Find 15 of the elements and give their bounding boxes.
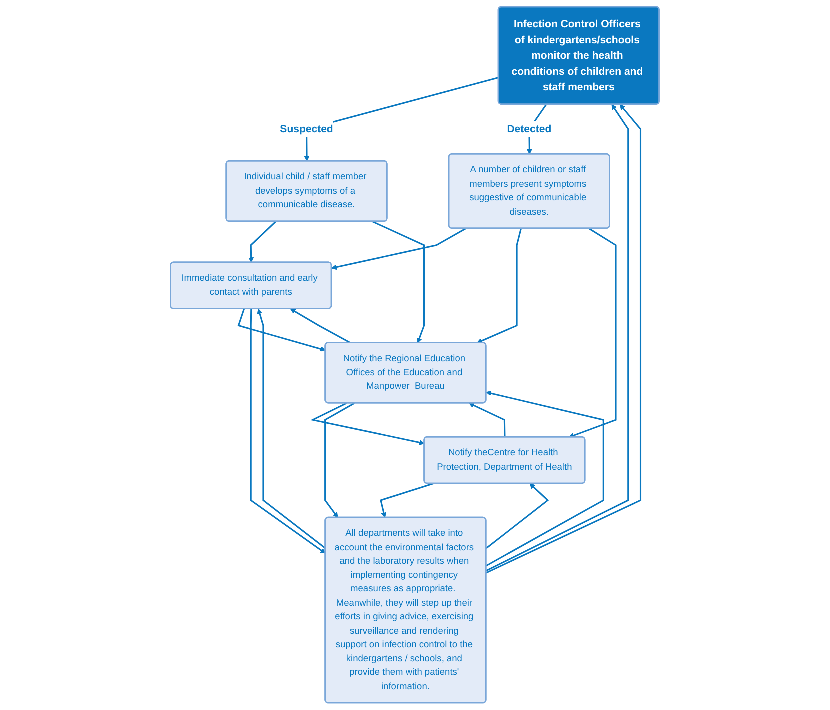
arrow [238,308,326,352]
arrow [476,228,522,344]
arrow [310,402,425,446]
arrow [248,221,277,263]
arrow [380,483,434,518]
arrow [290,308,352,344]
arrow [486,390,604,567]
arrow [568,228,617,438]
arrow [324,402,355,518]
edge-label: Suspected [280,123,334,135]
arrow [372,221,426,344]
arrow [332,228,466,270]
edge-label: Detected [507,123,552,135]
arrow [486,484,550,550]
arrow [469,403,506,438]
